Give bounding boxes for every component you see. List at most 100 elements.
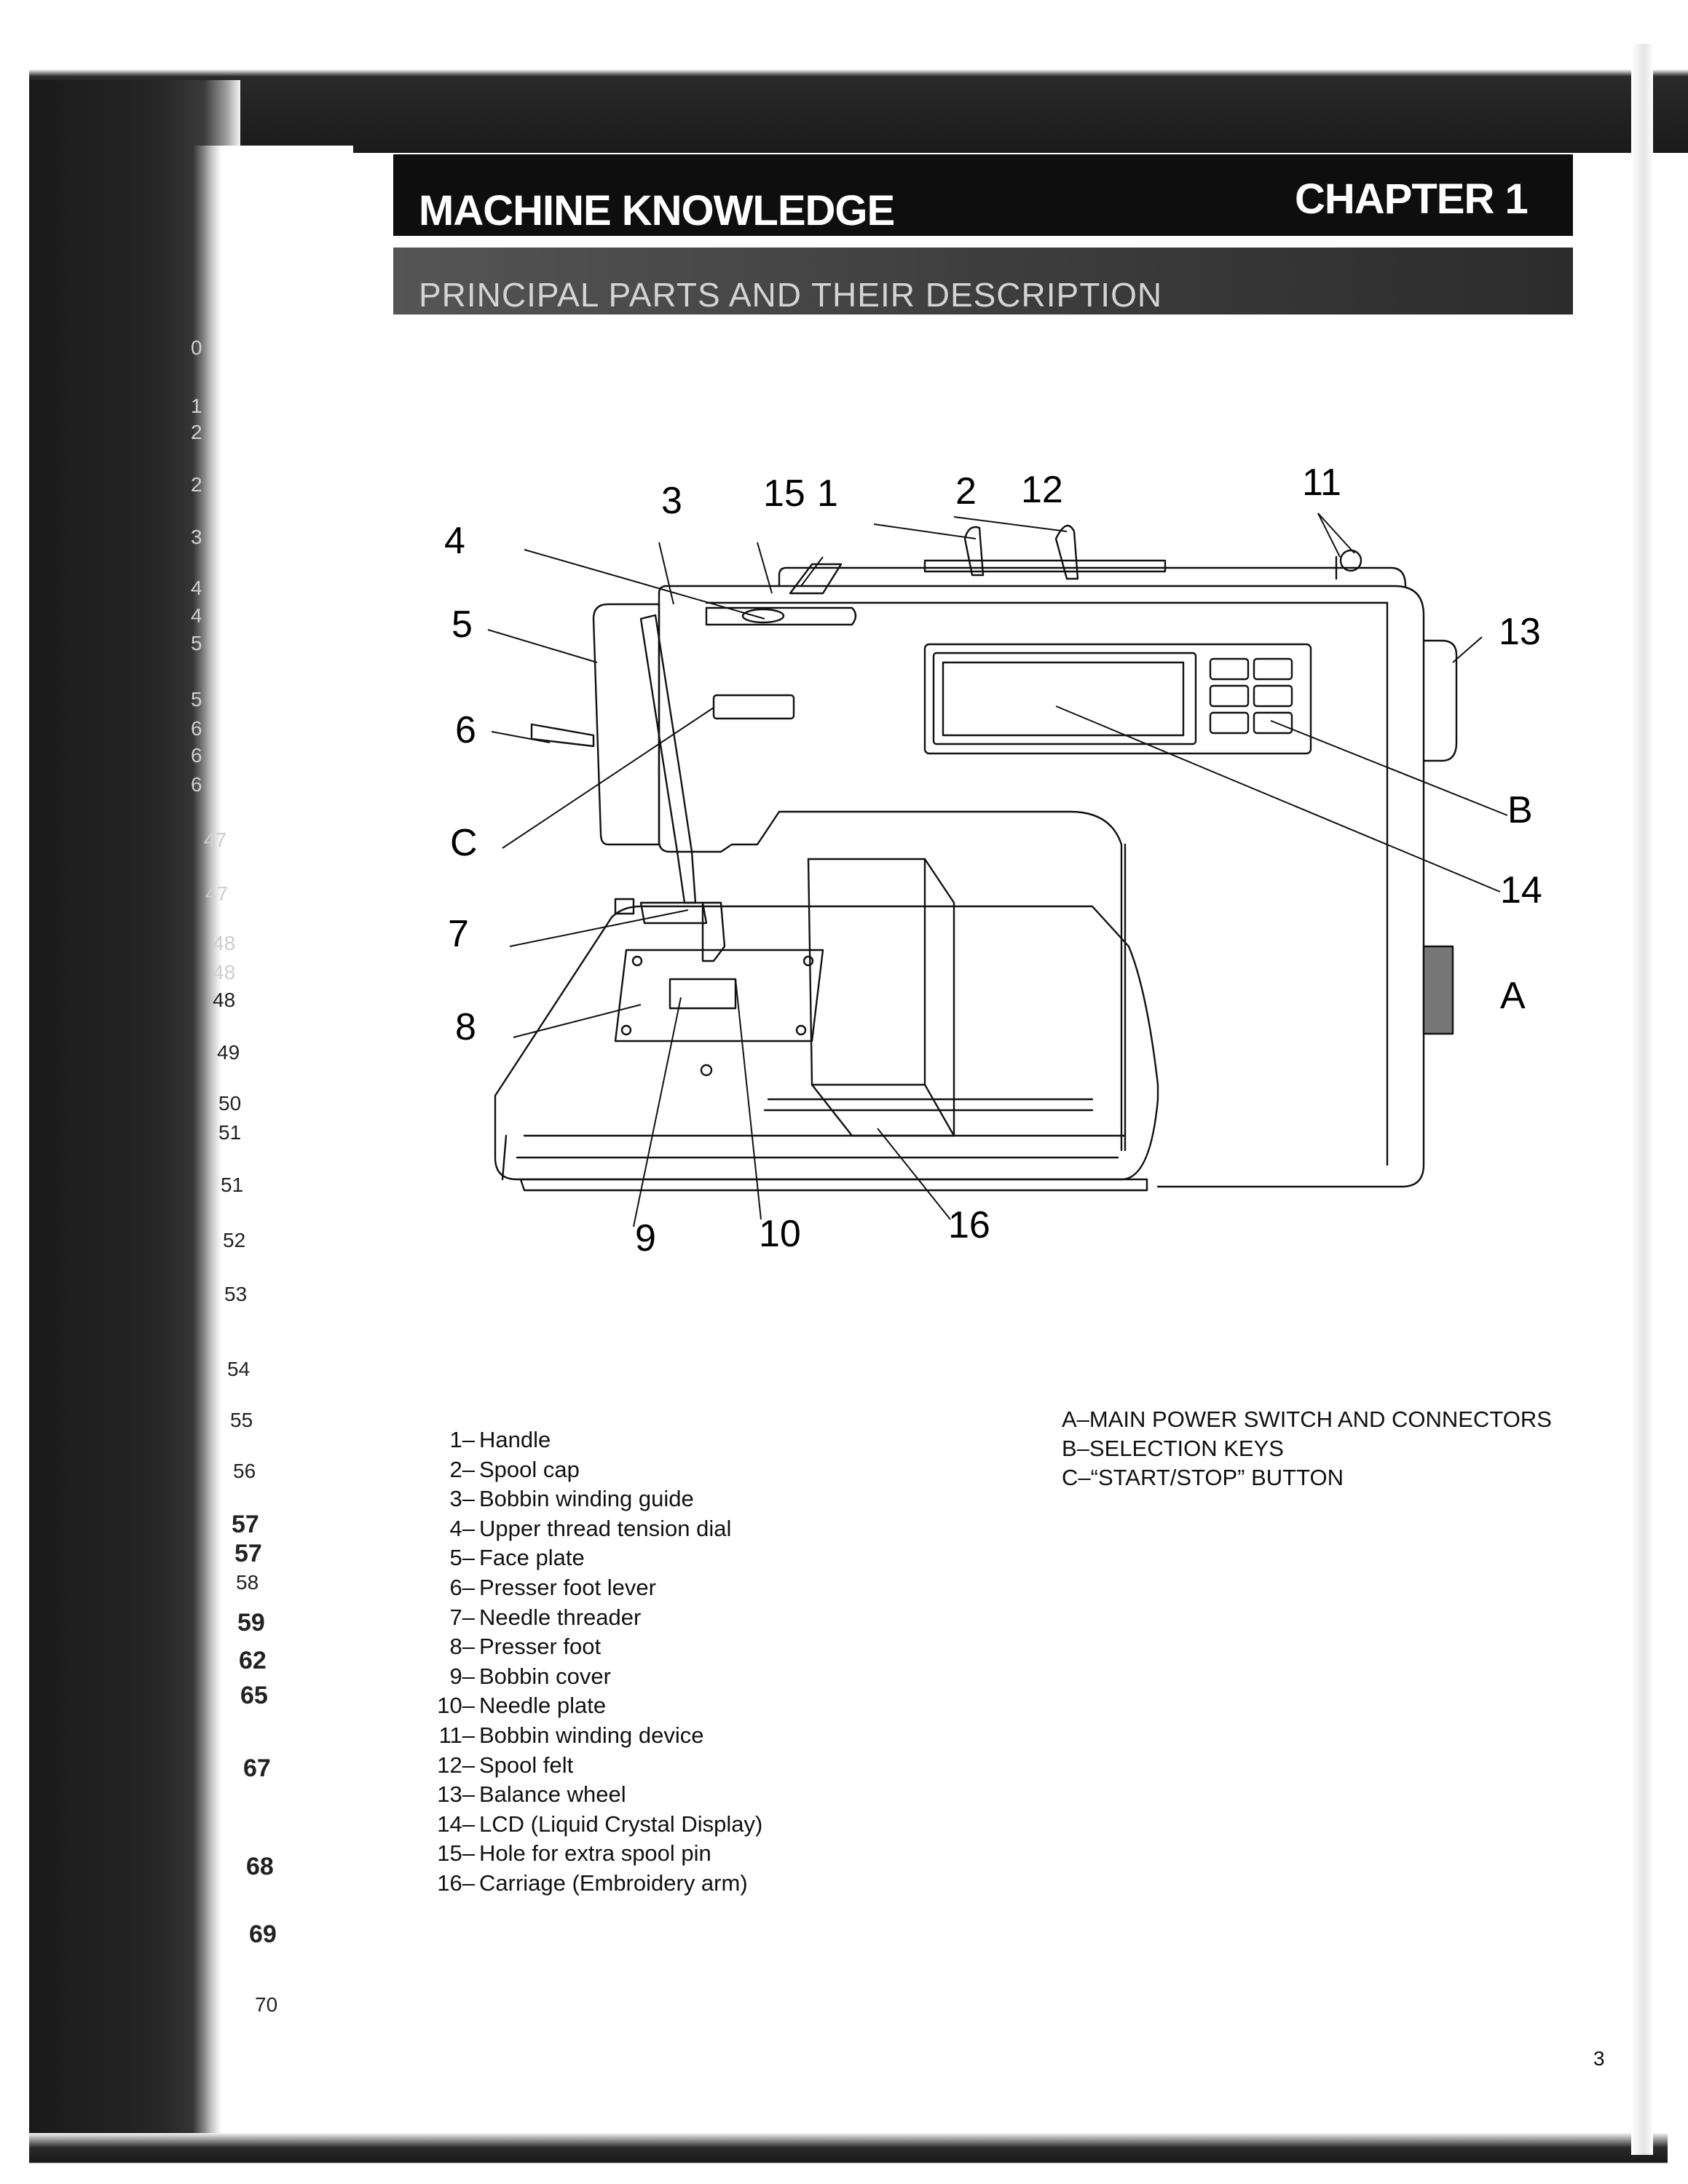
part-name: Hole for extra spool pin bbox=[479, 1840, 711, 1867]
part-number: 2– bbox=[449, 1456, 475, 1482]
side-tab-number: 3 bbox=[191, 526, 202, 548]
side-tab-number: 52 bbox=[223, 1229, 246, 1251]
chapter-title: MACHINE KNOWLEDGE bbox=[419, 187, 895, 234]
chapter-banner bbox=[393, 154, 1573, 236]
callout-label: 12 bbox=[1021, 469, 1063, 511]
callout-label: 9 bbox=[635, 1217, 656, 1259]
section-banner bbox=[393, 248, 1573, 314]
part-number: 4– bbox=[449, 1515, 475, 1541]
side-tab-number: 47 bbox=[205, 882, 229, 905]
needle-plate bbox=[614, 949, 824, 1042]
presser-foot-lever bbox=[530, 723, 595, 748]
part-number: 3– bbox=[449, 1486, 475, 1512]
start-stop-button bbox=[712, 694, 795, 720]
part-number: 13– bbox=[437, 1781, 475, 1808]
controls-list-item: A–MAIN POWER SWITCH AND CONNECTORS bbox=[1062, 1406, 1552, 1433]
callout-label: 6 bbox=[455, 709, 476, 751]
side-tab-number: 51 bbox=[218, 1121, 242, 1144]
carriage bbox=[807, 858, 955, 1137]
lcd-panel-frame bbox=[923, 643, 1312, 755]
parts-list-item: 6–Presser foot lever bbox=[422, 1575, 656, 1601]
chapter-number: CHAPTER 1 bbox=[1295, 175, 1529, 223]
part-number: 11– bbox=[438, 1722, 475, 1748]
side-tab-number: 0 bbox=[191, 336, 202, 359]
side-tab-number: 58 bbox=[236, 1571, 259, 1594]
control-name: SELECTION KEYS bbox=[1089, 1436, 1284, 1461]
part-name: Needle plate bbox=[479, 1693, 607, 1719]
page-number: 3 bbox=[1593, 2047, 1605, 2070]
part-name: Needle threader bbox=[479, 1604, 642, 1630]
side-tab-number: 1 bbox=[191, 395, 202, 417]
part-name: Presser foot bbox=[479, 1634, 602, 1660]
side-tab-number: 59 bbox=[237, 1609, 265, 1637]
callout-label: 10 bbox=[759, 1213, 801, 1255]
parts-list-item: 2–Spool cap bbox=[422, 1457, 580, 1483]
part-name: Bobbin winding device bbox=[479, 1722, 704, 1748]
side-tab-number: 48 bbox=[213, 989, 236, 1011]
face-plate bbox=[592, 603, 660, 846]
part-number: 12– bbox=[437, 1752, 475, 1778]
control-name: “START/STOP” BUTTON bbox=[1090, 1465, 1344, 1490]
lcd-display bbox=[942, 661, 1185, 737]
side-tab-number: 2 bbox=[191, 421, 202, 443]
part-name: Spool felt bbox=[479, 1752, 574, 1778]
part-name: Presser foot lever bbox=[479, 1575, 656, 1600]
side-tab-number: 62 bbox=[239, 1647, 267, 1674]
side-tab-number: 47 bbox=[204, 828, 227, 851]
side-tab-number: 57 bbox=[232, 1511, 259, 1538]
parts-list-item: 11–Bobbin winding device bbox=[422, 1722, 704, 1749]
part-number: 7– bbox=[449, 1604, 475, 1630]
side-tab-number: 67 bbox=[243, 1754, 271, 1782]
parts-list-item: 13–Balance wheel bbox=[422, 1781, 626, 1808]
side-tab-number: 48 bbox=[213, 932, 236, 954]
bobbin-cover bbox=[669, 978, 737, 1010]
selection-keys bbox=[1209, 657, 1293, 735]
callout-label: 15 bbox=[763, 472, 805, 515]
side-tab-number: 4 bbox=[191, 577, 202, 599]
parts-list-item: 8–Presser foot bbox=[422, 1634, 602, 1660]
part-number: 9– bbox=[449, 1663, 475, 1689]
arm-opening bbox=[690, 810, 1123, 1152]
side-tab-number: 48 bbox=[213, 961, 236, 984]
spool-cap bbox=[963, 526, 985, 577]
parts-list-item: 5–Face plate bbox=[422, 1545, 585, 1571]
side-tab-number: 51 bbox=[221, 1174, 244, 1196]
side-tab-number: 55 bbox=[230, 1409, 253, 1431]
spool-pin bbox=[923, 559, 1167, 573]
side-tab-number: 56 bbox=[233, 1460, 256, 1482]
callout-label: 3 bbox=[661, 480, 682, 522]
part-name: LCD (Liquid Crystal Display) bbox=[479, 1811, 763, 1837]
part-name: Face plate bbox=[479, 1545, 585, 1571]
controls-list-item: C–“START/STOP” BUTTON bbox=[1062, 1465, 1344, 1491]
spool-felt bbox=[1054, 524, 1079, 580]
callout-label: 13 bbox=[1499, 611, 1541, 653]
needle-bar bbox=[639, 614, 697, 904]
callout-label: 11 bbox=[1302, 462, 1341, 504]
page-curl bbox=[193, 146, 353, 2155]
part-number: 6– bbox=[449, 1575, 475, 1600]
bobbin-winder bbox=[1339, 549, 1362, 572]
parts-list-item: 9–Bobbin cover bbox=[422, 1663, 611, 1690]
side-tab-number: 4 bbox=[191, 604, 202, 627]
side-tab-number: 68 bbox=[246, 1853, 274, 1880]
side-tab-number: 70 bbox=[255, 1993, 278, 2016]
side-tab-number: 2 bbox=[191, 473, 202, 496]
part-name: Handle bbox=[479, 1427, 551, 1452]
callout-label: C bbox=[450, 822, 478, 864]
base-lower-edge bbox=[519, 1178, 1148, 1192]
parts-list-item: 16–Carriage (Embroidery arm) bbox=[422, 1870, 747, 1896]
parts-list-item: 15–Hole for extra spool pin bbox=[422, 1840, 711, 1867]
control-letter: A– bbox=[1062, 1406, 1089, 1432]
leader-lines bbox=[487, 513, 1508, 1227]
parts-list-item: 14–LCD (Liquid Crystal Display) bbox=[422, 1811, 762, 1837]
power-switch-panel bbox=[1422, 945, 1454, 1035]
side-tab-number: 49 bbox=[217, 1041, 240, 1064]
callout-label: 14 bbox=[1500, 869, 1542, 911]
parts-list-item: 3–Bobbin winding guide bbox=[422, 1486, 694, 1512]
side-tab-number: 5 bbox=[191, 688, 202, 711]
part-number: 16– bbox=[437, 1870, 475, 1896]
lcd-screen bbox=[932, 652, 1197, 745]
scan-top-shadow bbox=[0, 0, 1688, 153]
